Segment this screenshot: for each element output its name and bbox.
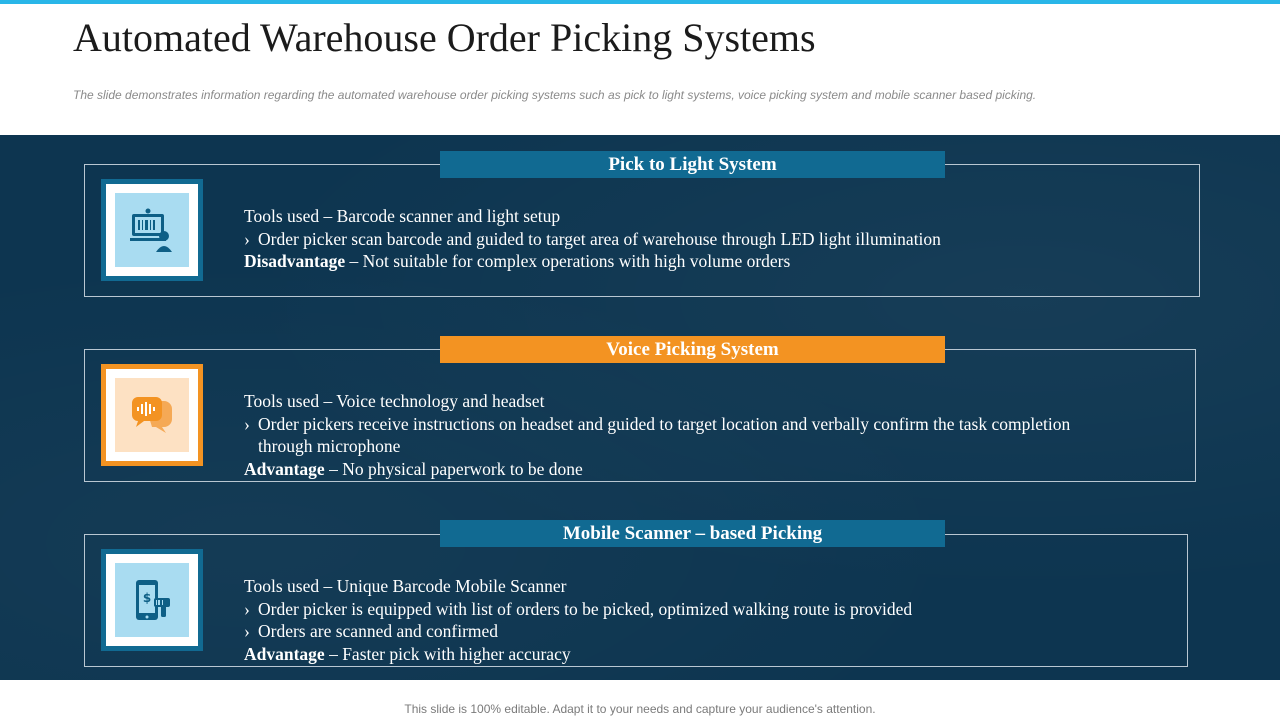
- pick-to-light-header: Pick to Light System: [440, 151, 945, 178]
- list-item: › Orders are scanned and confirmed: [244, 620, 1164, 643]
- note-line: Advantage – No physical paperwork to be …: [244, 458, 1124, 481]
- note-line: Advantage – Faster pick with higher accu…: [244, 643, 1164, 666]
- top-accent-bar: [0, 0, 1280, 4]
- note-text: – No physical paperwork to be done: [324, 458, 583, 479]
- content-panel: [0, 135, 1280, 680]
- voice-chat-bubble-icon: [132, 397, 172, 433]
- svg-text:$: $: [143, 591, 151, 605]
- mobile-scanner-icon-frame: $: [101, 549, 203, 651]
- mobile-scanner-text: Tools used – Unique Barcode Mobile Scann…: [244, 575, 1164, 665]
- note-label: Advantage: [244, 643, 325, 664]
- list-item: › Order picker is equipped with list of …: [244, 598, 1164, 621]
- list-item: › Order pickers receive instructions on …: [244, 413, 1124, 458]
- tools-line: Tools used – Voice technology and headse…: [244, 391, 545, 411]
- bullet-text: Order picker is equipped with list of or…: [258, 598, 913, 619]
- bullet-text: Order pickers receive instructions on he…: [258, 413, 1071, 457]
- pick-to-light-icon-frame: [101, 179, 203, 281]
- bullet-mark: ›: [244, 621, 250, 641]
- page-title: Automated Warehouse Order Picking System…: [73, 15, 816, 60]
- mobile-scanner-icon: $: [136, 580, 170, 620]
- tools-line: Tools used – Unique Barcode Mobile Scann…: [244, 576, 567, 596]
- bullet-text: Orders are scanned and confirmed: [258, 621, 499, 641]
- voice-picking-text: Tools used – Voice technology and headse…: [244, 390, 1124, 480]
- bullet-mark: ›: [244, 413, 250, 434]
- barcode-scanner-monitor-icon: [130, 208, 172, 252]
- tools-line: Tools used – Barcode scanner and light s…: [244, 206, 561, 226]
- note-label: Disadvantage: [244, 251, 346, 271]
- note-label: Advantage: [244, 458, 325, 479]
- note-text: – Faster pick with higher accuracy: [324, 643, 571, 664]
- pick-to-light-text: Tools used – Barcode scanner and light s…: [244, 205, 1184, 273]
- mobile-scanner-header: Mobile Scanner – based Picking: [440, 520, 945, 547]
- bullet-mark: ›: [244, 598, 250, 619]
- voice-picking-header: Voice Picking System: [440, 336, 945, 363]
- page-subtitle: The slide demonstrates information regar…: [73, 88, 1037, 102]
- bullet-text: Order picker scan barcode and guided to …: [258, 228, 941, 249]
- bullet-mark: ›: [244, 228, 250, 249]
- note-line: Disadvantage – Not suitable for complex …: [244, 250, 1184, 273]
- note-text: – Not suitable for complex operations wi…: [345, 251, 791, 271]
- list-item: › Order picker scan barcode and guided t…: [244, 228, 1184, 251]
- voice-picking-icon-frame: [101, 364, 203, 466]
- footer-note: This slide is 100% editable. Adapt it to…: [404, 702, 876, 716]
